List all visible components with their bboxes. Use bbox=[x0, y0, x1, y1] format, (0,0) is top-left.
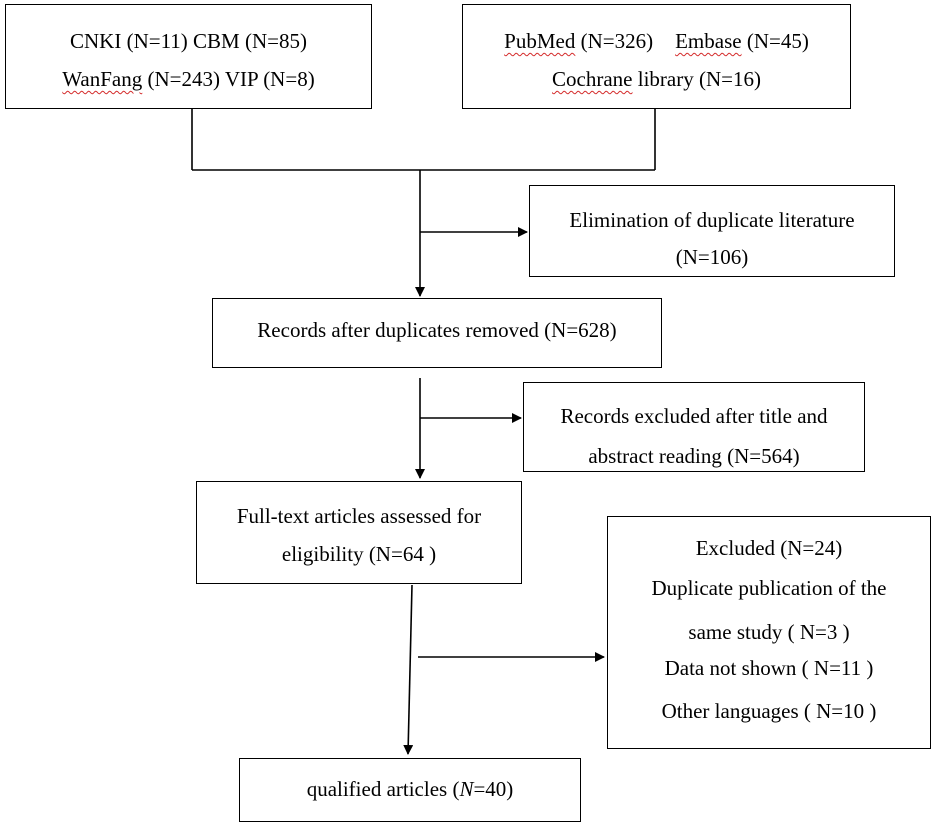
excluded-reasons-box bbox=[607, 516, 931, 749]
excluded-title-line1: Records excluded after title and bbox=[560, 404, 828, 428]
embase-count: (N=45) bbox=[741, 29, 809, 53]
excluded-reason1-line1: Duplicate publication of the bbox=[651, 576, 887, 600]
final-prefix: qualified articles ( bbox=[306, 777, 460, 801]
duplicates-box bbox=[529, 185, 895, 277]
excluded-title-box bbox=[523, 382, 865, 472]
english-databases-line2: Cochrane library (N=16) bbox=[462, 69, 851, 90]
arrow-to-final bbox=[403, 584, 414, 755]
final-suffix: =40) bbox=[473, 777, 514, 801]
chinese-databases-line1: CNKI (N=11) CBM (N=85) bbox=[70, 29, 307, 53]
final-text: qualified articles (N=40) bbox=[239, 779, 581, 800]
cochrane-rest: library (N=16) bbox=[632, 67, 761, 91]
records-after-text: Records after duplicates removed (N=628) bbox=[257, 318, 617, 342]
english-databases-line1: PubMed (N=326) Embase (N=45) bbox=[462, 31, 851, 52]
excluded-reason1-line2: same study ( N=3 ) bbox=[688, 620, 850, 644]
excluded-reason2: Data not shown ( N=11 ) bbox=[664, 656, 874, 680]
wanfang-rest: (N=243) VIP (N=8) bbox=[142, 67, 315, 91]
fulltext-box bbox=[196, 481, 522, 584]
final-box bbox=[239, 758, 581, 822]
excluded-title: Excluded (N=24) bbox=[695, 536, 843, 560]
pubmed-word: PubMed bbox=[504, 29, 576, 53]
duplicates-line1: Elimination of duplicate literature bbox=[569, 208, 855, 232]
wanfang-word: WanFang bbox=[62, 67, 143, 91]
english-databases-box bbox=[462, 4, 851, 109]
cochrane-word: Cochrane bbox=[552, 67, 633, 91]
excluded-title-line2: abstract reading (N=564) bbox=[588, 444, 800, 468]
chinese-databases-box bbox=[5, 4, 372, 109]
pubmed-count: (N=326) bbox=[575, 29, 654, 53]
duplicates-line2: (N=106) bbox=[675, 245, 749, 269]
embase-word: Embase bbox=[675, 29, 742, 53]
records-after-box bbox=[212, 298, 662, 368]
chinese-databases-line2: WanFang (N=243) VIP (N=8) bbox=[0, 69, 377, 90]
excluded-reason3: Other languages ( N=10 ) bbox=[661, 699, 877, 723]
fulltext-line1: Full-text articles assessed for bbox=[236, 504, 482, 528]
final-n: N bbox=[459, 777, 474, 801]
fulltext-line2: eligibility (N=64 ) bbox=[281, 542, 437, 566]
